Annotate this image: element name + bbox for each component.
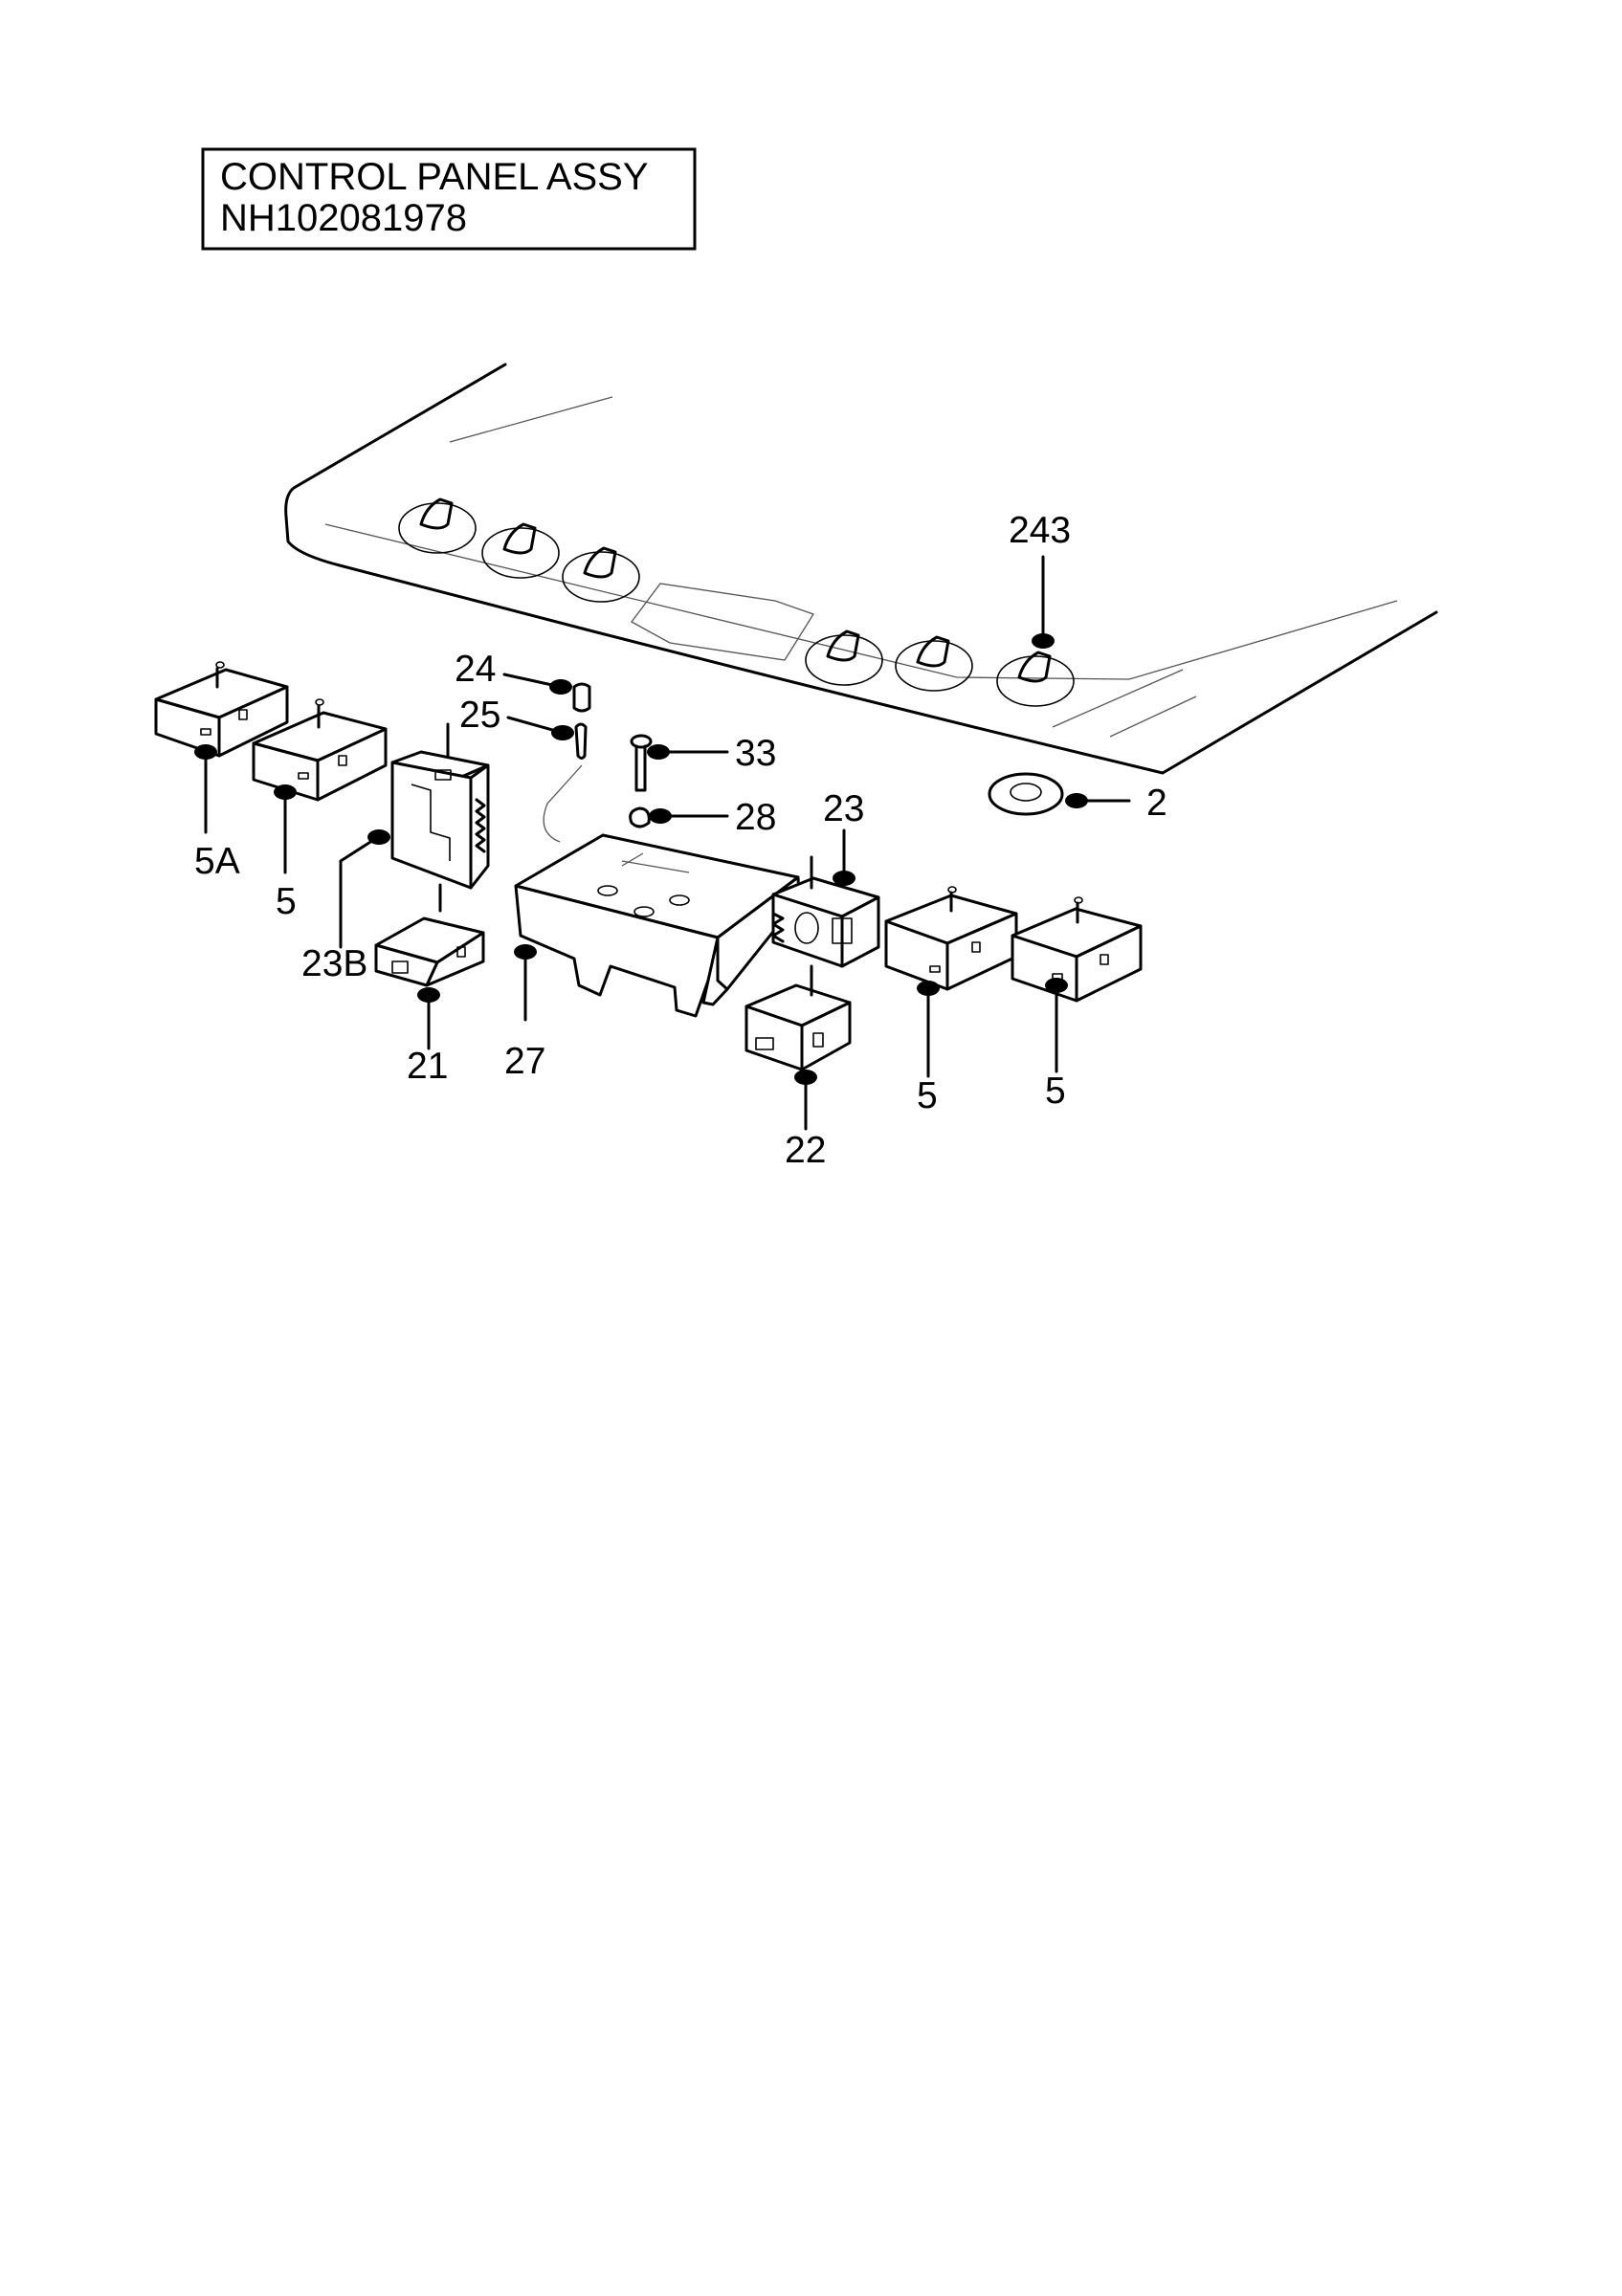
panel-knob-2 — [481, 522, 560, 579]
panel-knob-4 — [805, 629, 883, 686]
screw — [630, 734, 653, 792]
callout-24: 24 — [455, 649, 496, 690]
rotary-switch-5-mid — [884, 886, 1018, 991]
clip — [629, 806, 651, 828]
title-line-1: CONTROL PANEL ASSY — [220, 156, 649, 198]
callout-21: 21 — [407, 1046, 448, 1087]
panel-knob-6 — [996, 651, 1075, 707]
knob-cap — [572, 682, 591, 713]
callout-33: 33 — [735, 733, 776, 774]
callout-2: 2 — [1146, 783, 1167, 824]
callout-5-right: 5 — [1045, 1071, 1066, 1112]
panel-knob-1 — [398, 497, 477, 554]
rotary-switch-5a — [154, 661, 289, 758]
callout-leaders — [194, 555, 1131, 1131]
callout-23b: 23B — [301, 943, 367, 984]
switch-23 — [771, 855, 880, 968]
callout-5-mid: 5 — [917, 1075, 938, 1116]
callout-5a: 5A — [194, 841, 240, 882]
switch-22 — [744, 964, 852, 1071]
rotary-switch-5-right — [1011, 896, 1143, 1003]
callout-22: 22 — [785, 1130, 826, 1171]
callout-23: 23 — [823, 788, 864, 829]
callout-27: 27 — [504, 1041, 545, 1082]
callout-28: 28 — [735, 797, 776, 838]
title-line-2: NH102081978 — [220, 197, 467, 239]
switch-housing — [514, 833, 801, 1018]
title-box: CONTROL PANEL ASSY NH102081978 — [201, 147, 697, 251]
switch-21 — [374, 883, 485, 987]
pin — [543, 722, 588, 843]
control-panel — [284, 363, 1438, 775]
panel-knob-3 — [562, 546, 640, 603]
panel-knob-5 — [895, 635, 973, 692]
switch-23b — [390, 722, 490, 890]
rotary-switch-5-left — [252, 698, 388, 802]
bezel-ring — [988, 772, 1064, 816]
callout-25: 25 — [459, 695, 500, 736]
callout-243: 243 — [1009, 510, 1071, 551]
callout-labels: 243 24 25 33 28 2 23 5A 5 23B 21 27 22 5… — [194, 510, 1167, 1171]
callout-5-left: 5 — [276, 881, 297, 922]
